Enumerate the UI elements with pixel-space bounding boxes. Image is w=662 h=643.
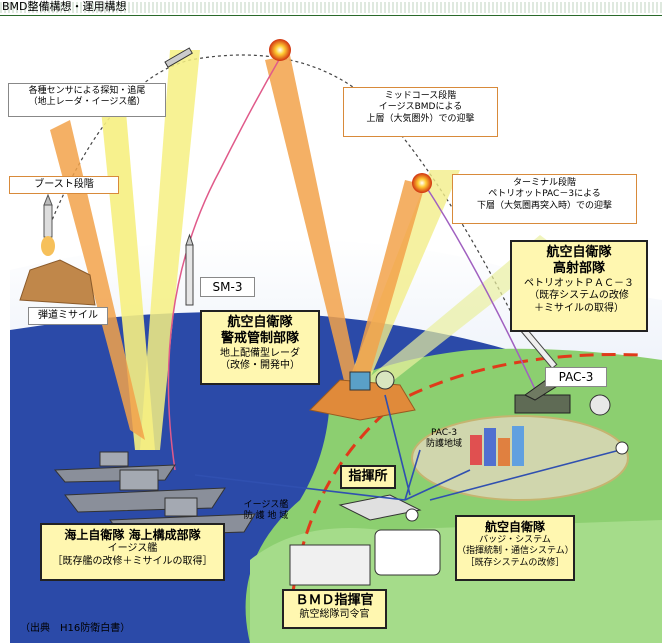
radar-dish [375, 370, 395, 390]
sensor-beam-2 [140, 50, 200, 450]
sm3-missile [185, 233, 194, 306]
asdf-air-defense-label: 航空自衛隊 高射部隊 ペトリオットＰＡＣ－３ （既存システムの改修 ＋ミサイルの… [510, 240, 648, 332]
protected-city [470, 426, 524, 466]
midcourse-phase-label: ミッドコース段階 イージスBMDによる 上層（大気圏外）での迎撃 [343, 87, 498, 137]
asdf-badge-label: 航空自衛隊 バッジ・システム （指揮統制・通信システム） ［既存システムの改修］ [455, 515, 575, 581]
network-node-center [405, 508, 419, 522]
sm3-flight-path [167, 57, 281, 471]
radar-building [349, 371, 371, 391]
source-note: （出典 H16防衛白書） [20, 623, 131, 634]
command-post-label: 指揮所 [340, 465, 396, 489]
msdf-label: 海上自衛隊 海上構成部隊 イージス艦 ［既存艦の改修＋ミサイルの取得］ [40, 523, 225, 581]
radar-beam-mid [350, 180, 425, 392]
bmd-commander-label: ＢＭＤ指揮官 航空総隊司令官 [282, 589, 387, 629]
aegis-area-label: イージス艦 防 護 地 域 [243, 500, 289, 522]
command-post [289, 494, 441, 586]
pac3-label: PAC-3 [545, 367, 607, 387]
radar-beam-boost [50, 120, 145, 440]
boost-phase-label: ブースト段階 [9, 176, 119, 194]
intercept-flash-lower [412, 173, 432, 193]
sm3-label: SM-3 [200, 277, 255, 297]
network-node-right [615, 441, 629, 455]
ballistic-missile-boost [41, 193, 55, 256]
ballistic-missile-midcourse [164, 47, 193, 68]
launch-site-terrain [19, 259, 96, 306]
ballistic-missile-label: 弾道ミサイル [28, 307, 108, 325]
asdf-warning-label: 航空自衛隊 警戒管制部隊 地上配備型レーダ （改修・開発中） [200, 310, 320, 385]
network-links [194, 394, 621, 501]
page-title: BMD整備構想・運用構想 [0, 0, 662, 16]
pac3-area-label: PAC-3 防護地域 [425, 428, 462, 450]
radar-beam-high [265, 55, 360, 390]
sensor-label: 各種センサによる探知・追尾 （地上レーダ・イージス艦） [8, 83, 166, 117]
intercept-flash-upper [269, 39, 291, 61]
pac3-flight-path [424, 184, 541, 401]
terminal-phase-label: ターミナル段階 ペトリオットPAC－3による 下層（大気圏再突入時）での迎撃 [452, 174, 637, 224]
page-title-text: BMD整備構想・運用構想 [2, 0, 127, 13]
